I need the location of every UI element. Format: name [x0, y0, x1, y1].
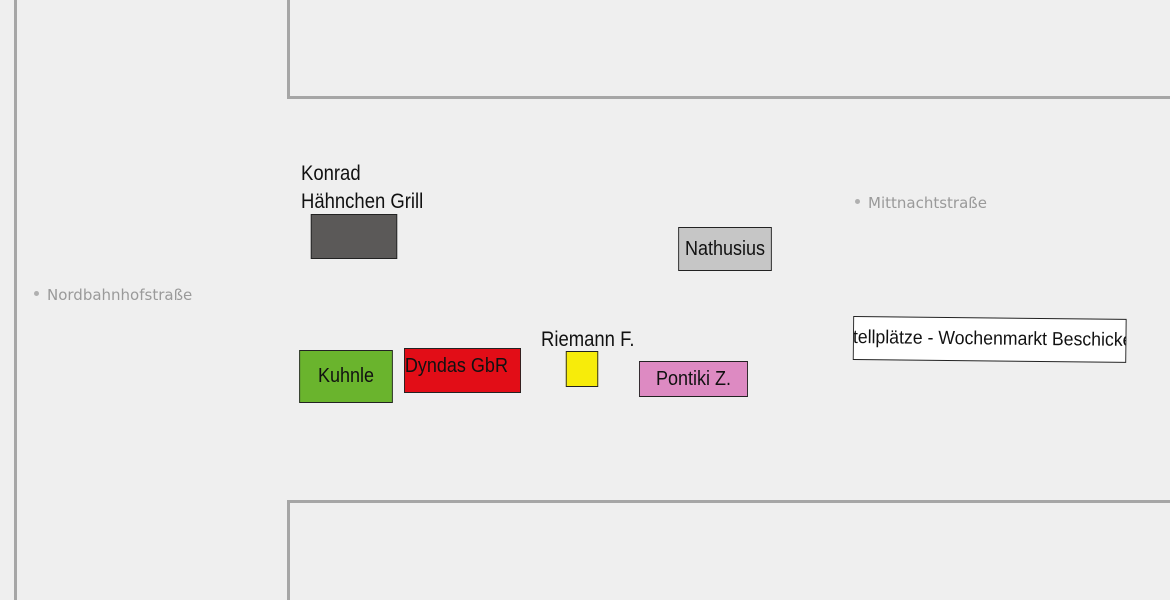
stall-label: Kuhnle [317, 365, 375, 387]
stall-nathusius[interactable]: Nathusius [678, 227, 772, 271]
street-dot-icon [34, 291, 39, 296]
stall-label: Pontiki Z. [655, 367, 732, 390]
stall-label: Stellplätze - Wochenmarkt Beschicker [852, 326, 1127, 351]
stall-konrad[interactable] [310, 214, 398, 259]
konrad-label-line1: Konrad [301, 162, 361, 185]
stall-stellplaetze[interactable]: Stellplätze - Wochenmarkt Beschicker [852, 316, 1127, 363]
stall-pontiki[interactable]: Pontiki Z. [639, 361, 748, 397]
stall-label: Nathusius [684, 237, 766, 260]
street-label-mittnachtstrasse: Mittnachtstraße [855, 194, 987, 212]
stall-label: Dyndas GbR [404, 355, 508, 377]
konrad-label: Konrad Hähnchen Grill [301, 160, 423, 216]
stall-riemann[interactable] [565, 351, 599, 387]
lower-block-top-edge [287, 500, 1170, 503]
lower-block-left-edge [287, 500, 290, 600]
upper-block-left-edge [287, 0, 290, 99]
stall-dyndas[interactable]: Dyndas GbR [404, 348, 521, 393]
stall-kuhnle[interactable]: Kuhnle [299, 350, 393, 403]
street-name: Nordbahnhofstraße [47, 286, 193, 304]
street-label-nordbahnhofstrasse: Nordbahnhofstraße [34, 286, 192, 304]
riemann-label: Riemann F. [541, 328, 635, 351]
left-vertical-line [14, 0, 17, 600]
street-name: Mittnachtstraße [868, 194, 987, 212]
upper-block-bottom-edge [287, 96, 1170, 99]
konrad-label-line2: Hähnchen Grill [301, 190, 424, 213]
street-dot-icon [855, 199, 860, 204]
